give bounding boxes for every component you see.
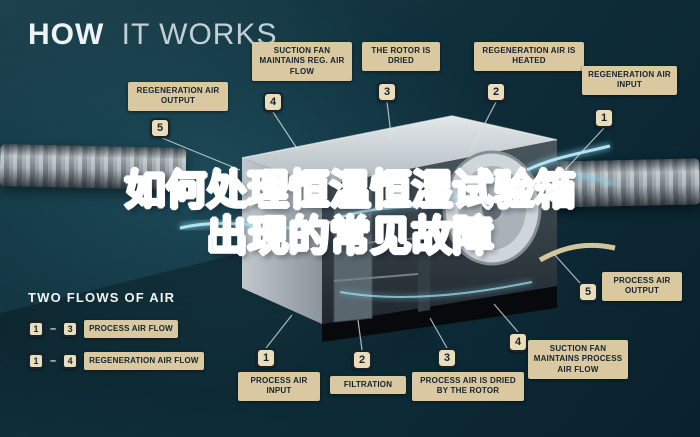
legend-dash: –	[50, 355, 57, 368]
machine-base	[322, 286, 557, 342]
callout-regeneration-air-heated: REGENERATION AIR IS HEATED	[474, 42, 584, 71]
machine-illustration	[179, 115, 611, 342]
callout-regeneration-air-output: REGENERATION AIR OUTPUT	[128, 82, 228, 111]
callout-filtration: FILTRATION	[330, 376, 406, 395]
legend-label-regeneration: REGENERATION AIR FLOW	[84, 352, 204, 371]
step-badge-2-bottom: 2	[352, 350, 372, 370]
callout-process-air-input: PROCESS AIR INPUT	[238, 372, 320, 401]
callout-rotor-dried: THE ROTOR IS DRIED	[362, 42, 440, 71]
callout-suction-fan-reg: SUCTION FAN MAINTAINS REG. AIR FLOW	[252, 42, 352, 82]
legend-label-process: PROCESS AIR FLOW	[84, 320, 178, 339]
callout-process-air-dried: PROCESS AIR IS DRIED BY THE ROTOR	[412, 372, 524, 401]
legend-badge-from: 1	[28, 321, 44, 338]
step-badge-3-top: 3	[377, 82, 397, 102]
legend-badge-to: 4	[62, 353, 79, 370]
step-badge-5-top: 5	[150, 118, 170, 138]
legend-badge-to: 3	[62, 321, 79, 338]
step-badge-1-top: 1	[594, 108, 614, 128]
legend-title: TWO FLOWS OF AIR	[28, 290, 176, 305]
step-badge-5-bottom: 5	[578, 282, 598, 302]
page-title: HOW IT WORKS	[28, 18, 277, 52]
legend-badge-from: 1	[28, 353, 44, 370]
chinese-headline: 如何处理恒温恒湿试验箱 出现的常见故障	[0, 166, 700, 260]
step-badge-2-top: 2	[486, 82, 506, 102]
title-bold: HOW	[28, 18, 105, 51]
headline-line-1: 如何处理恒温恒湿试验箱	[124, 166, 577, 214]
callout-process-air-output: PROCESS AIR OUTPUT	[602, 272, 682, 301]
step-badge-3-bottom: 3	[437, 348, 457, 368]
callout-regeneration-air-input: REGENERATION AIR INPUT	[582, 66, 677, 95]
rotor	[442, 150, 542, 266]
legend-dash: –	[50, 323, 57, 336]
callout-suction-fan-process: SUCTION FAN MAINTAINS PROCESS AIR FLOW	[528, 340, 628, 380]
legend-row-regeneration: 1 – 4 REGENERATION AIR FLOW	[28, 352, 204, 371]
headline-line-2: 出现的常见故障	[206, 212, 495, 260]
title-light: IT WORKS	[121, 18, 278, 51]
legend-row-process: 1 – 3 PROCESS AIR FLOW	[28, 320, 178, 339]
step-badge-4-top: 4	[263, 92, 283, 112]
step-badge-4-bottom: 4	[508, 332, 528, 352]
machine-left-face	[242, 158, 322, 324]
step-badge-1-bottom: 1	[256, 348, 276, 368]
